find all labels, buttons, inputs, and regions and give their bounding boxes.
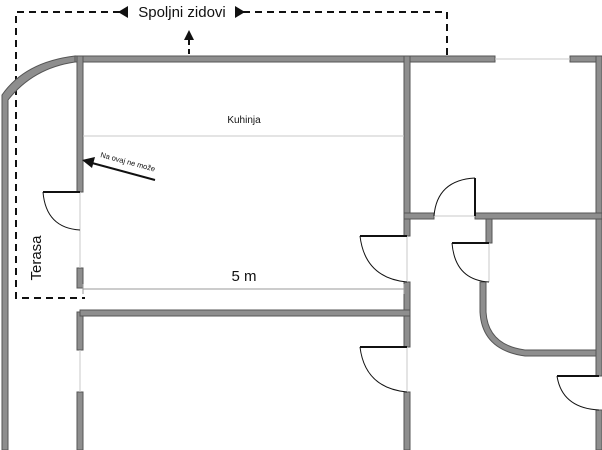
thin-lines — [79, 58, 570, 392]
door-upper-right-room — [433, 177, 476, 217]
door-terrace — [42, 191, 81, 231]
outer-walls-arrows — [118, 6, 245, 56]
outer-walls-label: Spoljni zidovi — [138, 4, 226, 21]
dimension-label: 5 m — [231, 268, 256, 285]
not-allowed-arrow — [82, 157, 156, 181]
door-bottom-right-room — [556, 375, 600, 411]
door-corridor-room — [451, 242, 490, 283]
outer-walls-outline — [15, 11, 448, 299]
door-kitchen — [359, 235, 408, 283]
door-lower-room — [359, 346, 408, 393]
interior-walls — [76, 55, 602, 450]
terrace-label: Terasa — [28, 235, 45, 281]
exterior-walls — [1, 55, 602, 450]
not-allowed-label: Na ovaj ne može — [99, 150, 156, 173]
dimension-line — [82, 284, 405, 294]
kitchen-label: Kuhinja — [227, 115, 261, 126]
